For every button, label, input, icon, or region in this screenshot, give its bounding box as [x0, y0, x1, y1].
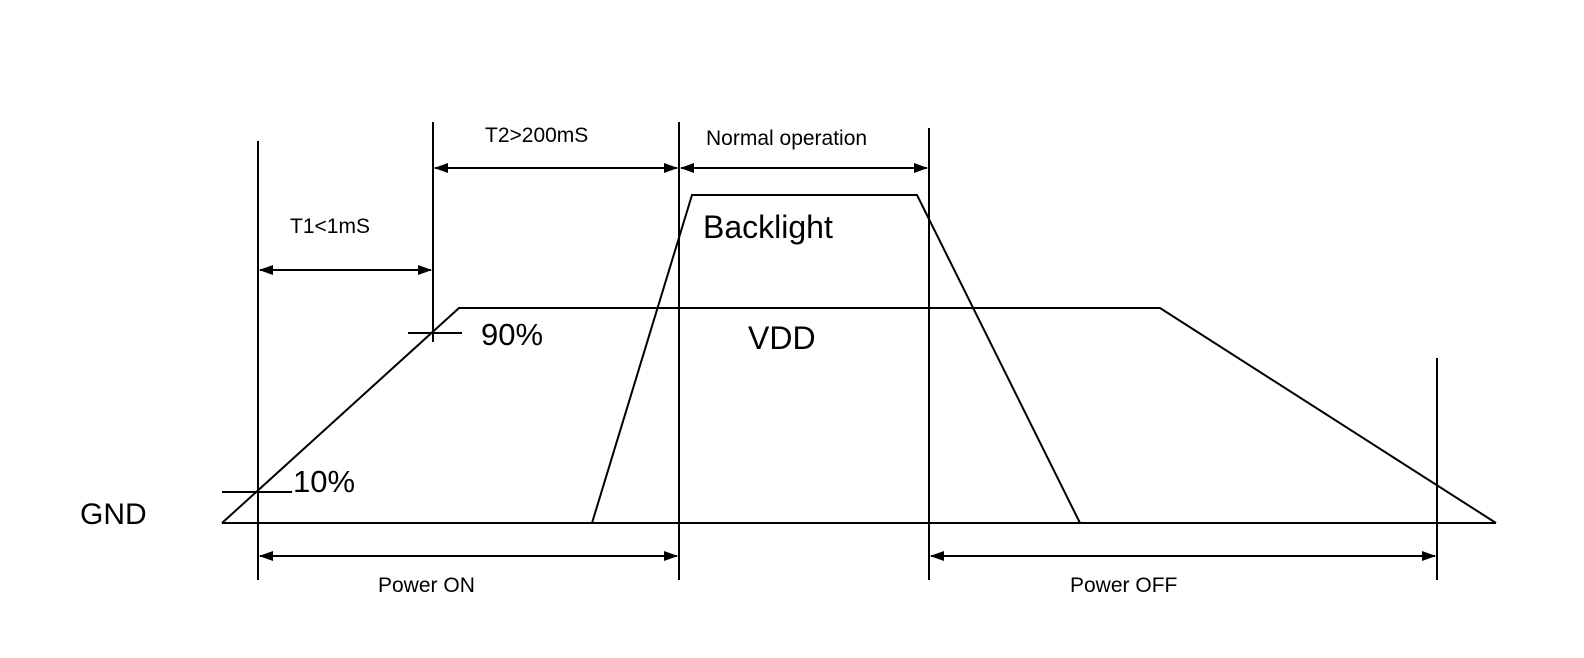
t2-label: T2>200mS — [485, 124, 588, 147]
level-10pct-label: 10% — [293, 464, 355, 499]
level-90pct-label: 90% — [481, 317, 543, 352]
t1-label: T1<1mS — [290, 215, 370, 238]
vdd-label: VDD — [748, 320, 816, 356]
power-off-label: Power OFF — [1070, 574, 1177, 597]
gnd-label: GND — [80, 498, 147, 531]
power-on-label: Power ON — [378, 574, 475, 597]
normal-operation-label: Normal operation — [706, 127, 867, 150]
vdd-waveform — [221, 307, 1497, 524]
backlight-waveform — [591, 194, 1081, 524]
backlight-label: Backlight — [703, 209, 833, 245]
